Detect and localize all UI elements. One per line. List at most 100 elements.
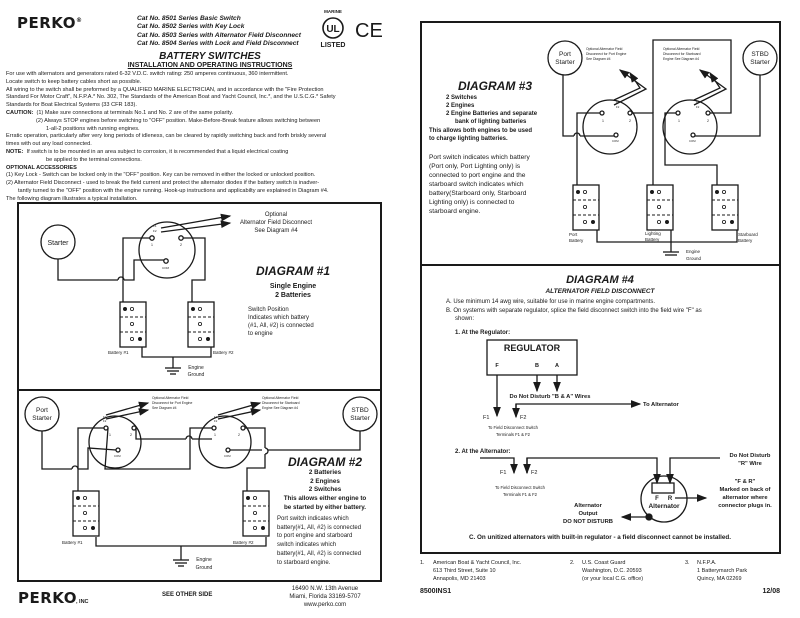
document-date: 12/08: [762, 588, 780, 595]
alternator-f: F: [655, 496, 659, 502]
battery-terminal: [665, 219, 670, 224]
diagram-3-desc: Lighting only) is connected to: [429, 199, 515, 206]
opt-stbd-note: Engine See Diagram #4: [262, 406, 298, 410]
regulator-label: REGULATOR: [504, 343, 561, 353]
document-title: BATTERY SWITCHES: [159, 51, 261, 62]
diagram-2-desc: Port switch indicates which: [277, 516, 349, 522]
stbd-starter-label: Starter: [350, 415, 370, 422]
battery-terminal: [123, 306, 128, 311]
stbd-starter-circle: [742, 40, 778, 76]
terminal-2-label: 2: [180, 243, 182, 247]
footnote-line: 613 Third Street, Suite 10: [433, 568, 496, 574]
optional-heading: OPTIONAL ACCESSORIES: [6, 164, 77, 171]
f2-label: F2: [616, 105, 620, 109]
battery-terminal: [730, 219, 735, 224]
ce-mark: CE: [355, 20, 383, 42]
step-b: B. On systems with separate regulator, s…: [446, 308, 702, 314]
diagram-4-title: DIAGRAM #4: [566, 274, 634, 286]
optional-1: (1) Key Lock - Switch can be locked only…: [6, 172, 316, 179]
port-starter-label: Port: [559, 51, 571, 58]
diagram-2-box: [17, 389, 382, 582]
battery-terminal: [252, 495, 257, 500]
ul-top-text: MARINE: [324, 9, 342, 14]
port-switch-circle: [88, 415, 142, 469]
diagram-2-desc: battery(#1, All, #2) is connected: [277, 551, 361, 557]
lighting-battery-label: Battery: [645, 237, 660, 242]
battery-terminal: [583, 204, 588, 209]
terminal-com: [163, 258, 169, 264]
diagram-3-desc: (Port only, Port Lighting only) is: [429, 163, 521, 170]
port-starter-circle: [547, 40, 583, 76]
diagram-4-labels: DIAGRAM #4 ALTERNATOR FIELD DISCONNECT A…: [446, 274, 772, 541]
stbd-switch-circle: [662, 99, 718, 155]
following-text: The following diagram illustrates a typi…: [6, 195, 138, 202]
diagram-1-labels: Starter F1 F2 1 2 COM Optional Alternato…: [47, 212, 330, 378]
com-label: COM: [689, 139, 696, 143]
note-2: be applied to the terminal connections.: [46, 156, 142, 163]
fr-note: "F & R": [735, 479, 756, 485]
erratic-1: Erratic operation, particularly after ve…: [6, 133, 327, 140]
logo-text: PERKO: [17, 14, 76, 32]
caution-2: (2) Always STOP engines before switching…: [36, 117, 321, 124]
terminal-1-label: 1: [602, 119, 604, 123]
optional-note: See Diagram #4: [254, 228, 298, 234]
stbd-switch-circle: [198, 415, 252, 469]
f1-label: F1: [500, 470, 506, 476]
output-terminal: [645, 513, 653, 521]
port-starter-label: Starter: [555, 59, 575, 66]
footnote-line: (or your local C.G. office): [582, 576, 643, 582]
starboard-battery-label: Starboard: [738, 232, 758, 237]
diagram-1: [40, 213, 232, 375]
battery-terminal: [576, 189, 581, 194]
diagram-3-desc: starboard switch indicates which: [429, 181, 524, 188]
step-1-heading: 1. At the Regulator:: [455, 330, 510, 336]
battery-terminal: [583, 189, 588, 194]
note-1: If switch is to be mounted in an area su…: [26, 148, 289, 155]
step-a: A. Use minimum 14 awg wire, suitable for…: [446, 299, 655, 305]
ground-label: Ground: [188, 372, 205, 378]
footnote-line: Washington, D.C. 20593: [582, 568, 642, 574]
diagram-2-title: DIAGRAM #2: [288, 455, 362, 469]
diagram-2-sub: 2 Switches: [309, 486, 342, 493]
battery-1-label: Battery #1: [108, 350, 129, 355]
diagram-2-sub: be started by either battery.: [284, 504, 366, 511]
step-2-heading: 2. At the Alternator:: [455, 449, 511, 455]
diagram-3-labels: DIAGRAM #3 2 Switches 2 Engines 2 Engine…: [429, 47, 771, 261]
battery-terminal: [657, 189, 662, 194]
diagram-3-list: 2 Engines: [446, 103, 475, 109]
f1-label: F1: [153, 224, 157, 228]
diagram-2-desc: switch indicates which: [277, 542, 336, 548]
battery-terminal: [722, 219, 727, 224]
footnote-number: 1.: [420, 560, 425, 566]
battery-2-label: Battery #2: [233, 540, 254, 545]
battery-terminal: [197, 321, 202, 326]
battery-terminal: [91, 526, 96, 531]
f1-label: F1: [696, 100, 700, 104]
diagram-3: [547, 39, 778, 256]
f1-label: F1: [103, 415, 107, 419]
batteries: [72, 184, 739, 537]
port-switch-circle: [582, 99, 638, 155]
f1-label: F1: [616, 100, 620, 104]
diagram-4: [480, 339, 720, 523]
terminal-1-label: 1: [678, 119, 680, 123]
battery-terminal: [722, 204, 727, 209]
stbd-starter-label: Starter: [750, 59, 770, 66]
f2-label: F2: [214, 419, 218, 423]
fr-note: connector plugs in.: [718, 503, 772, 509]
diagram-1-desc: Switch Position: [248, 307, 289, 313]
optional-note: Optional: [265, 212, 287, 218]
document-code: 8500INS1: [420, 588, 451, 595]
do-not-disturb-r: Do Not Disturb: [730, 453, 771, 459]
optional-2: (2) Alternator Field Disconnect - used t…: [6, 180, 320, 187]
footnote-line: U.S. Coast Guard: [582, 560, 625, 566]
battery-terminal: [657, 219, 662, 224]
intro-line: Standards for Boat Electrical Systems (3…: [6, 102, 137, 109]
f1-label: F1: [483, 415, 489, 421]
alt-output-label: Alternator: [574, 503, 602, 509]
battery-terminal: [657, 204, 662, 209]
diagram-4-box: [420, 264, 781, 554]
ground-label: Ground: [686, 256, 702, 261]
battery-terminal: [190, 306, 195, 311]
